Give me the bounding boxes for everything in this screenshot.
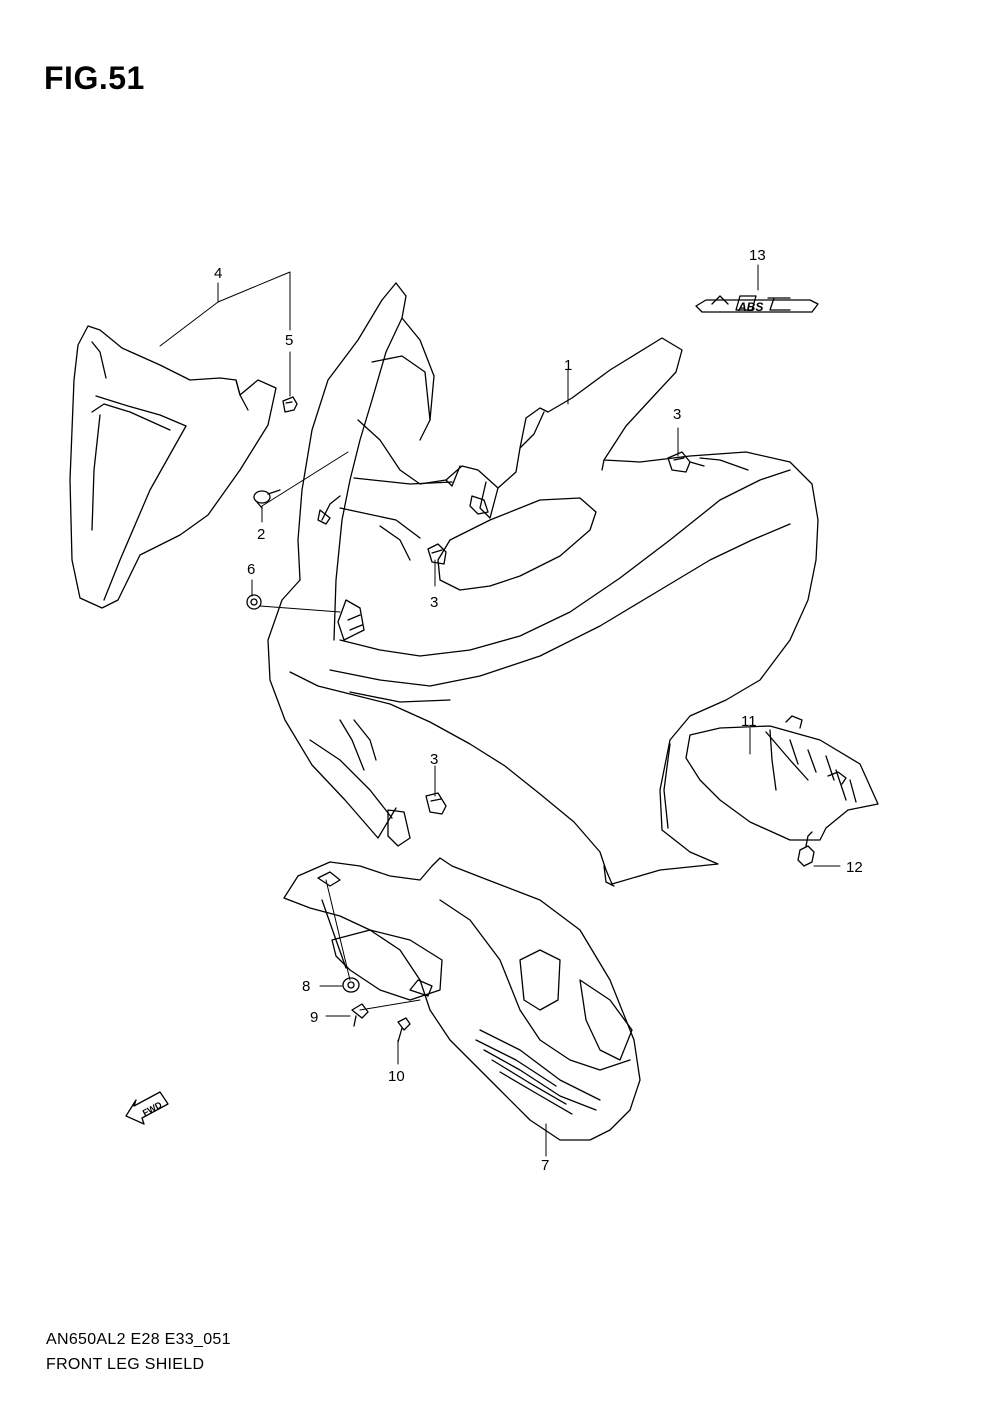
callout-13: 13 <box>749 247 766 264</box>
part-6-grommet <box>246 594 262 610</box>
callout-6: 6 <box>247 561 255 578</box>
callout-3-upper: 3 <box>673 406 681 423</box>
callout-3-lower: 3 <box>430 751 438 768</box>
callout-10: 10 <box>388 1068 405 1085</box>
part-7-lower-cover <box>283 857 641 1141</box>
callout-7: 7 <box>541 1157 549 1174</box>
part-4-inner-cover <box>69 325 277 609</box>
leader-lines <box>159 264 841 1157</box>
callout-1: 1 <box>564 357 572 374</box>
callout-8: 8 <box>302 978 310 995</box>
part-8-grommet <box>342 977 360 993</box>
callout-11: 11 <box>741 713 757 730</box>
part-2-screw <box>253 489 281 509</box>
part-10-screw <box>397 1017 411 1043</box>
callout-9: 9 <box>310 1009 318 1026</box>
fwd-arrow-text: FWD <box>141 1099 164 1118</box>
figure-title: FIG.51 <box>44 60 145 96</box>
callout-5: 5 <box>285 332 293 349</box>
part-3-nut-upper <box>667 451 705 473</box>
part-3-nut-lower <box>425 792 447 815</box>
callout-3-middle: 3 <box>430 594 438 611</box>
part-11-cover <box>685 715 879 841</box>
part-9-pin <box>351 1003 369 1027</box>
callout-12: 12 <box>846 859 863 876</box>
callout-4: 4 <box>214 265 222 282</box>
part-13-abs-emblem <box>695 295 819 313</box>
abs-emblem-text: ABS <box>737 300 763 314</box>
part-3-nut-middle <box>427 543 447 565</box>
part-5-clip <box>282 396 298 413</box>
fwd-arrow-icon <box>125 1091 169 1125</box>
part-12-bolt <box>797 831 815 867</box>
model-code: AN650AL2 E28 E33_051 <box>46 1331 231 1348</box>
callout-2: 2 <box>257 526 265 543</box>
figure-name: FRONT LEG SHIELD <box>46 1356 205 1373</box>
part-1-front-leg-shield <box>267 282 819 887</box>
